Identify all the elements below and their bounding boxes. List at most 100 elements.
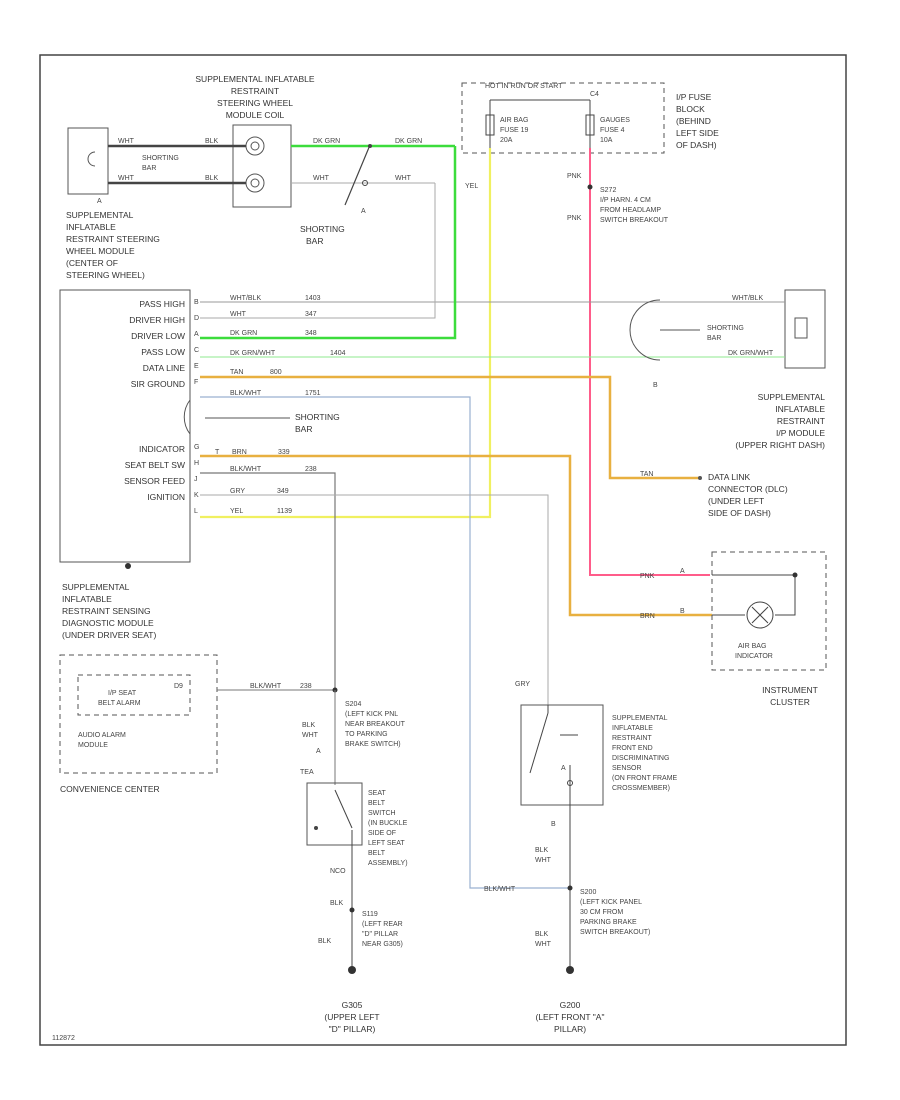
svg-text:T: T <box>215 449 220 456</box>
coil-box <box>232 124 292 208</box>
svg-text:F: F <box>194 379 198 386</box>
svg-text:DK GRN/WHT: DK GRN/WHT <box>728 350 774 357</box>
svg-text:B: B <box>194 299 199 306</box>
svg-text:BELT: BELT <box>368 800 386 807</box>
svg-text:SUPPLEMENTAL: SUPPLEMENTAL <box>612 715 668 722</box>
svg-text:DISCRIMINATING: DISCRIMINATING <box>612 755 669 762</box>
wire-gauges-pink <box>589 148 710 576</box>
svg-text:BRN: BRN <box>640 613 655 620</box>
fuse-4 <box>585 114 595 136</box>
svg-text:DATA LINE: DATA LINE <box>143 363 186 373</box>
svg-text:339: 339 <box>278 449 290 456</box>
svg-text:INFLATABLE: INFLATABLE <box>62 594 112 604</box>
svg-text:DK GRN: DK GRN <box>395 138 422 145</box>
svg-text:INFLATABLE: INFLATABLE <box>775 404 825 414</box>
svg-text:BELT ALARM: BELT ALARM <box>98 700 141 707</box>
svg-text:H: H <box>194 460 199 467</box>
svg-text:WHT: WHT <box>302 732 319 739</box>
svg-text:1404: 1404 <box>330 350 346 357</box>
wire-ignition-yellow <box>200 148 492 519</box>
svg-text:E: E <box>194 363 199 370</box>
svg-text:GRY: GRY <box>230 488 245 495</box>
svg-text:TO PARKING: TO PARKING <box>345 731 388 738</box>
svg-text:347: 347 <box>305 311 317 318</box>
svg-text:STEERING WHEEL: STEERING WHEEL <box>217 98 293 108</box>
svg-text:BLK: BLK <box>535 931 549 938</box>
sdm-pin-labels: PASS HIGH DRIVER HIGH DRIVER LOW PASS LO… <box>124 299 185 502</box>
fuse-block-box <box>461 82 665 154</box>
svg-text:J: J <box>194 476 198 483</box>
svg-text:348: 348 <box>305 330 317 337</box>
svg-text:I/P FUSE: I/P FUSE <box>676 92 712 102</box>
svg-text:BLK: BLK <box>535 847 549 854</box>
svg-text:PASS LOW: PASS LOW <box>141 347 185 357</box>
svg-text:AUDIO ALARM: AUDIO ALARM <box>78 732 126 739</box>
svg-text:(BEHIND: (BEHIND <box>676 116 711 126</box>
ip-module-box <box>784 289 826 369</box>
svg-text:SWITCH BREAKOUT): SWITCH BREAKOUT) <box>580 929 650 936</box>
svg-text:LEFT SIDE: LEFT SIDE <box>676 128 719 138</box>
seat-belt-switch-box <box>306 782 363 846</box>
svg-text:A: A <box>194 331 199 338</box>
coil-lower-contact <box>245 173 265 193</box>
wire-sir-ground <box>200 396 570 889</box>
svg-text:PASS HIGH: PASS HIGH <box>139 299 185 309</box>
svg-text:WHT: WHT <box>118 175 135 182</box>
svg-text:WHT: WHT <box>230 311 247 318</box>
svg-text:(IN BUCKLE: (IN BUCKLE <box>368 820 408 827</box>
splice-s272 <box>587 184 593 190</box>
svg-text:SUPPLEMENTAL INFLATABLE: SUPPLEMENTAL INFLATABLE <box>195 74 315 84</box>
svg-text:FUSE 19: FUSE 19 <box>500 127 529 134</box>
svg-text:DK GRN: DK GRN <box>313 138 340 145</box>
svg-text:NEAR BREAKOUT: NEAR BREAKOUT <box>345 721 406 728</box>
svg-text:DIAGNOSTIC MODULE: DIAGNOSTIC MODULE <box>62 618 154 628</box>
svg-text:B: B <box>680 608 685 615</box>
coil-title: SUPPLEMENTAL INFLATABLE RESTRAINT STEERI… <box>195 74 315 120</box>
svg-text:BRAKE SWITCH): BRAKE SWITCH) <box>345 741 401 748</box>
svg-text:800: 800 <box>270 369 282 376</box>
svg-text:INDICATOR: INDICATOR <box>139 444 185 454</box>
svg-text:DK GRN/WHT: DK GRN/WHT <box>230 350 276 357</box>
svg-text:BLK/WHT: BLK/WHT <box>250 683 282 690</box>
svg-text:BELT: BELT <box>368 850 386 857</box>
svg-text:D: D <box>194 315 199 322</box>
ip-module-title: SUPPLEMENTAL INFLATABLE RESTRAINT I/P MO… <box>735 392 825 450</box>
svg-text:A: A <box>561 765 566 772</box>
svg-text:SENSOR FEED: SENSOR FEED <box>124 476 185 486</box>
svg-text:(LEFT REAR: (LEFT REAR <box>362 921 403 928</box>
svg-text:(ON FRONT FRAME: (ON FRONT FRAME <box>612 775 678 782</box>
coil-upper-contact <box>245 136 265 156</box>
svg-text:(UNDER DRIVER SEAT): (UNDER DRIVER SEAT) <box>62 630 156 640</box>
svg-text:G200: G200 <box>560 1000 581 1010</box>
g200-label: G200 (LEFT FRONT "A" PILLAR) <box>535 1000 604 1034</box>
svg-text:(CENTER OF: (CENTER OF <box>66 258 118 268</box>
svg-text:INDICATOR: INDICATOR <box>735 653 773 660</box>
svg-text:BLK: BLK <box>330 900 344 907</box>
svg-text:349: 349 <box>277 488 289 495</box>
svg-text:CONNECTOR (DLC): CONNECTOR (DLC) <box>708 484 788 494</box>
figure-id: 112872 <box>52 1035 75 1042</box>
svg-text:PILLAR): PILLAR) <box>554 1024 586 1034</box>
coil-shorting-bar-label: SHORTING <box>300 224 345 234</box>
svg-text:(LEFT FRONT "A": (LEFT FRONT "A" <box>535 1012 604 1022</box>
svg-text:SWITCH BREAKOUT: SWITCH BREAKOUT <box>600 217 669 224</box>
svg-text:WHT/BLK: WHT/BLK <box>230 295 261 302</box>
instrument-cluster-label: INSTRUMENT <box>762 685 818 695</box>
seat-belt-switch-label: SEAT BELT SWITCH (IN BUCKLE SIDE OF LEFT… <box>368 790 408 867</box>
svg-text:TAN: TAN <box>230 369 243 376</box>
svg-text:DK GRN: DK GRN <box>230 330 257 337</box>
svg-text:NCO: NCO <box>330 868 346 875</box>
front-sensor-contact <box>529 712 549 774</box>
svg-text:C4: C4 <box>590 91 599 98</box>
wire-sensor-feed <box>200 494 549 705</box>
seat-belt-alarm-box <box>77 674 191 716</box>
svg-text:"D" PILLAR: "D" PILLAR <box>362 931 398 938</box>
svg-text:SHORTING: SHORTING <box>295 412 340 422</box>
svg-text:MODULE: MODULE <box>78 742 108 749</box>
svg-text:S272: S272 <box>600 187 616 194</box>
svg-text:(UPPER LEFT: (UPPER LEFT <box>324 1012 379 1022</box>
svg-text:PARKING BRAKE: PARKING BRAKE <box>580 919 637 926</box>
seat-belt-switch-contact <box>334 789 353 829</box>
svg-text:10A: 10A <box>600 137 613 144</box>
svg-text:GRY: GRY <box>515 681 530 688</box>
